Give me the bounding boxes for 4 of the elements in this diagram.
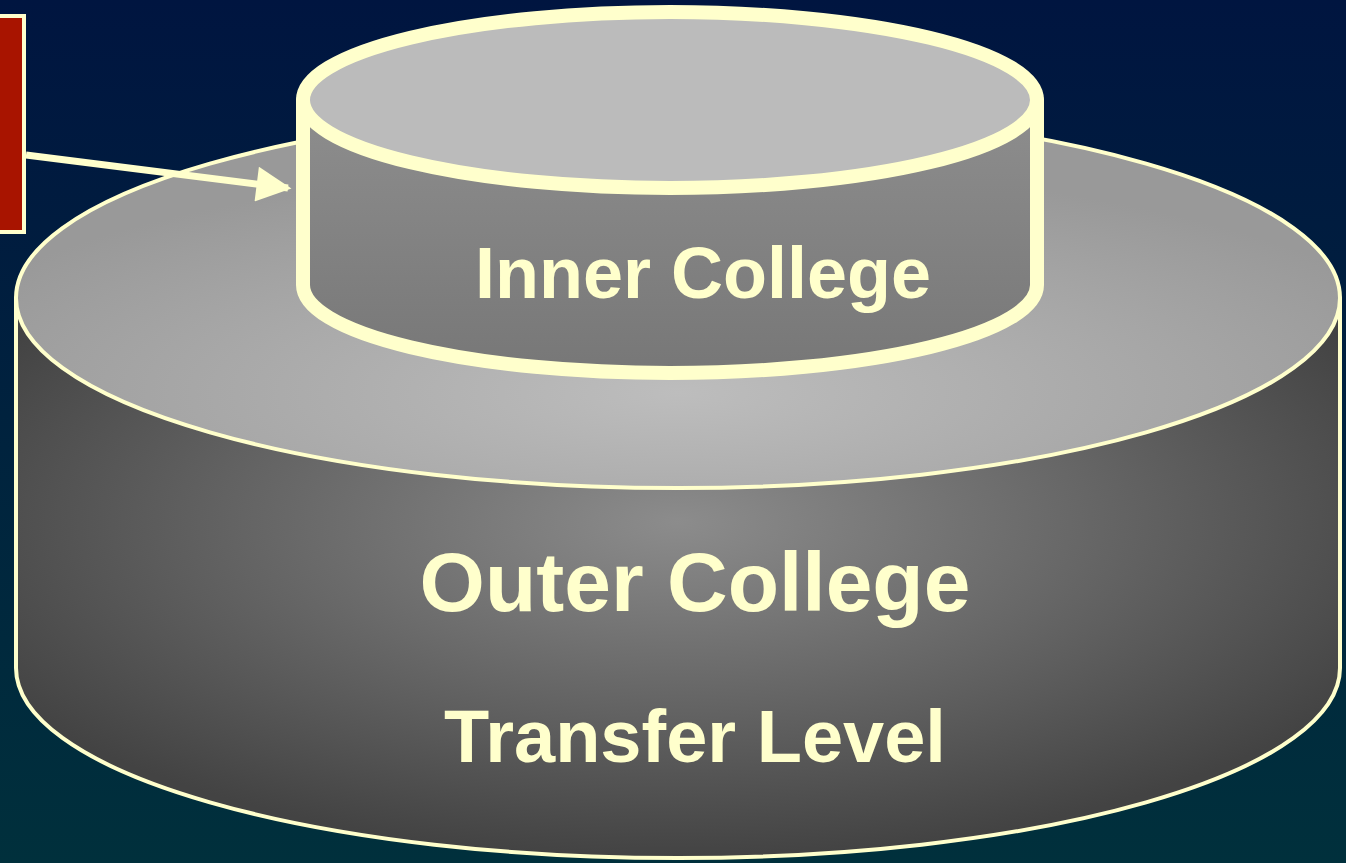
node-label: Outer College — [419, 536, 971, 629]
node-label: Transfer Level — [444, 696, 946, 778]
arrow — [25, 151, 292, 202]
node-label: Inner College — [474, 234, 932, 314]
